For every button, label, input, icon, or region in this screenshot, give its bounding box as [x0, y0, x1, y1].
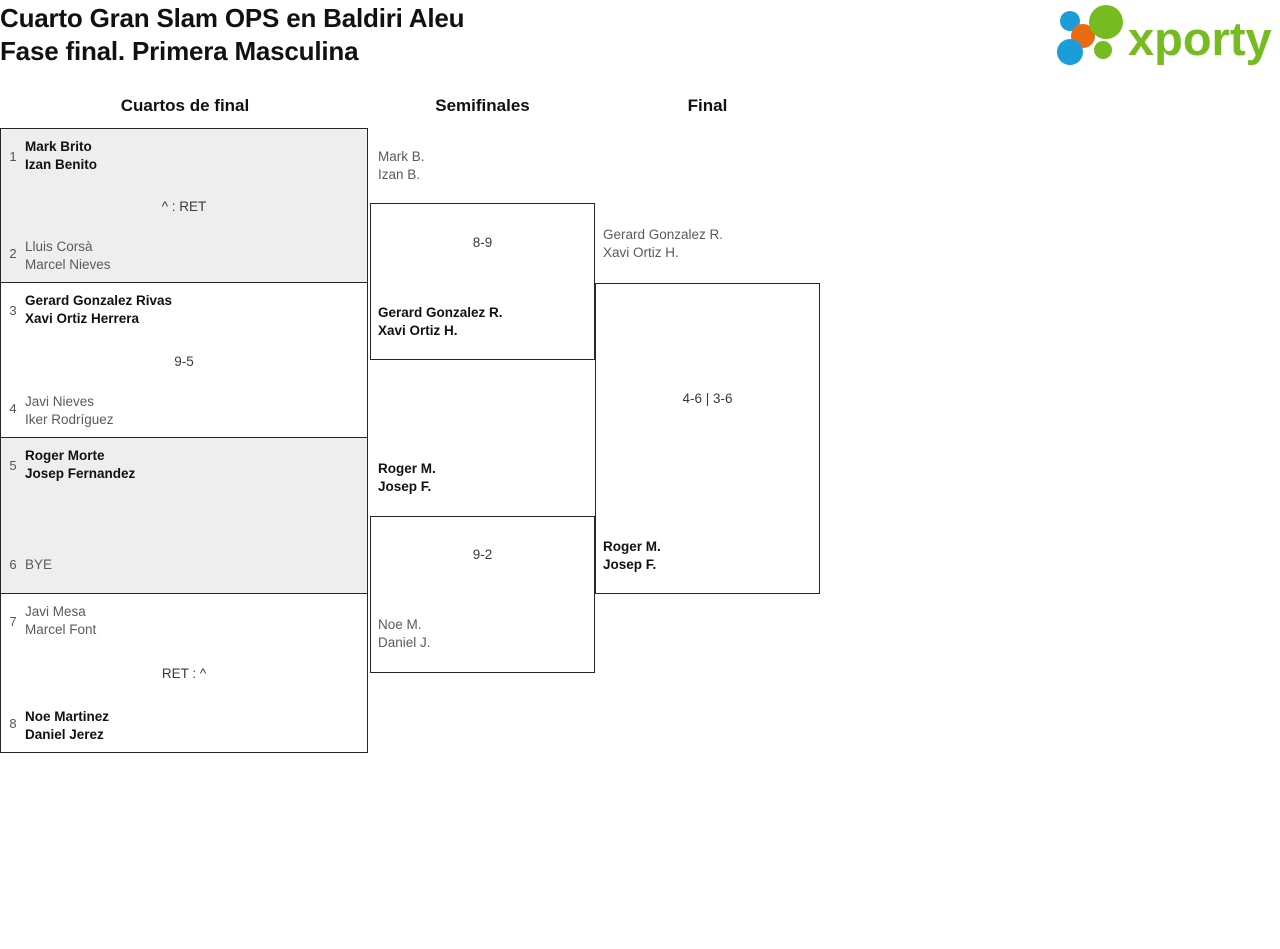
match-qf-3[interactable]: 5 Roger Morte Josep Fernandez 6 BYE — [0, 437, 368, 594]
semifinal-1-entrant-top[interactable]: Mark B. Izan B. — [378, 149, 425, 182]
seed-number: 2 — [9, 246, 17, 261]
seed-number: 5 — [9, 458, 17, 473]
seed-number: 8 — [9, 716, 17, 731]
match-qf-2-slot-top[interactable]: 3 Gerard Gonzalez Rivas Xavi Ortiz Herre… — [1, 291, 367, 331]
title-line-1: Cuarto Gran Slam OPS en Baldiri Aleu — [0, 3, 465, 33]
final-entrant-top[interactable]: Gerard Gonzalez R. Xavi Ortiz H. — [603, 227, 724, 260]
match-qf-4[interactable]: 7 Javi Mesa Marcel Font RET : ^ 8 Noe Ma… — [0, 593, 368, 753]
page-title: Cuarto Gran Slam OPS en Baldiri Aleu Fas… — [0, 2, 900, 68]
seed-number: 3 — [9, 303, 17, 318]
team-names: BYE — [25, 557, 53, 572]
team-names: Javi Mesa Marcel Font — [25, 604, 97, 637]
logo-wordmark: xporty — [1128, 12, 1272, 65]
round-header-final: Final — [687, 96, 728, 115]
match-qf-4-score: RET : ^ — [161, 666, 207, 681]
final-entrant-bottom[interactable]: Roger M. Josep F. — [603, 539, 661, 572]
team-names: Javi Nieves Iker Rodríguez — [25, 394, 114, 427]
match-qf-3-slot-bottom[interactable]: 6 BYE — [1, 545, 367, 585]
match-qf-1[interactable]: 1 Mark Brito Izan Benito ^ : RET 2 Lluis… — [0, 128, 368, 283]
match-sf-1-box[interactable] — [370, 203, 595, 360]
match-sf-1-score: 8-9 — [472, 235, 493, 250]
match-qf-1-score: ^ : RET — [161, 199, 207, 214]
seed-number: 4 — [9, 401, 17, 416]
match-qf-4-slot-top[interactable]: 7 Javi Mesa Marcel Font — [1, 602, 367, 642]
team-names: Gerard Gonzalez Rivas Xavi Ortiz Herrera — [25, 293, 173, 326]
xporty-logo[interactable]: xporty — [1050, 5, 1276, 67]
semifinal-2-entrant-bottom[interactable]: Noe M. Daniel J. — [378, 617, 431, 650]
match-sf-2-score: 9-2 — [472, 547, 493, 562]
team-names: Roger Morte Josep Fernandez — [25, 448, 136, 481]
logo-dots — [1057, 5, 1123, 65]
match-qf-4-slot-bottom[interactable]: 8 Noe Martinez Daniel Jerez — [1, 704, 367, 744]
match-qf-2-slot-bottom[interactable]: 4 Javi Nieves Iker Rodríguez — [1, 389, 367, 429]
match-sf-2-box[interactable] — [370, 516, 595, 673]
match-qf-3-slot-top[interactable]: 5 Roger Morte Josep Fernandez — [1, 446, 367, 486]
round-header-semifinals: Semifinales — [435, 96, 530, 115]
seed-number: 6 — [9, 557, 17, 572]
team-names: Noe Martinez Daniel Jerez — [25, 709, 110, 742]
title-line-2: Fase final. Primera Masculina — [0, 36, 359, 66]
team-names: Lluis Corsà Marcel Nieves — [25, 239, 111, 272]
match-qf-2[interactable]: 3 Gerard Gonzalez Rivas Xavi Ortiz Herre… — [0, 282, 368, 438]
seed-number: 1 — [9, 149, 17, 164]
semifinal-2-entrant-top[interactable]: Roger M. Josep F. — [378, 461, 436, 494]
match-final-score: 4-6 | 3-6 — [682, 391, 733, 406]
round-header-quarterfinals: Cuartos de final — [120, 96, 250, 115]
tournament-bracket: 1 Mark Brito Izan Benito ^ : RET 2 Lluis… — [0, 128, 830, 758]
seed-number: 7 — [9, 614, 17, 629]
match-qf-1-slot-top[interactable]: 1 Mark Brito Izan Benito — [1, 137, 367, 177]
team-names: Mark Brito Izan Benito — [25, 139, 98, 172]
semifinal-1-entrant-bottom[interactable]: Gerard Gonzalez R. Xavi Ortiz H. — [378, 305, 503, 338]
match-qf-1-slot-bottom[interactable]: 2 Lluis Corsà Marcel Nieves — [1, 234, 367, 274]
match-qf-2-score: 9-5 — [174, 354, 194, 369]
match-final-box[interactable] — [595, 283, 820, 594]
